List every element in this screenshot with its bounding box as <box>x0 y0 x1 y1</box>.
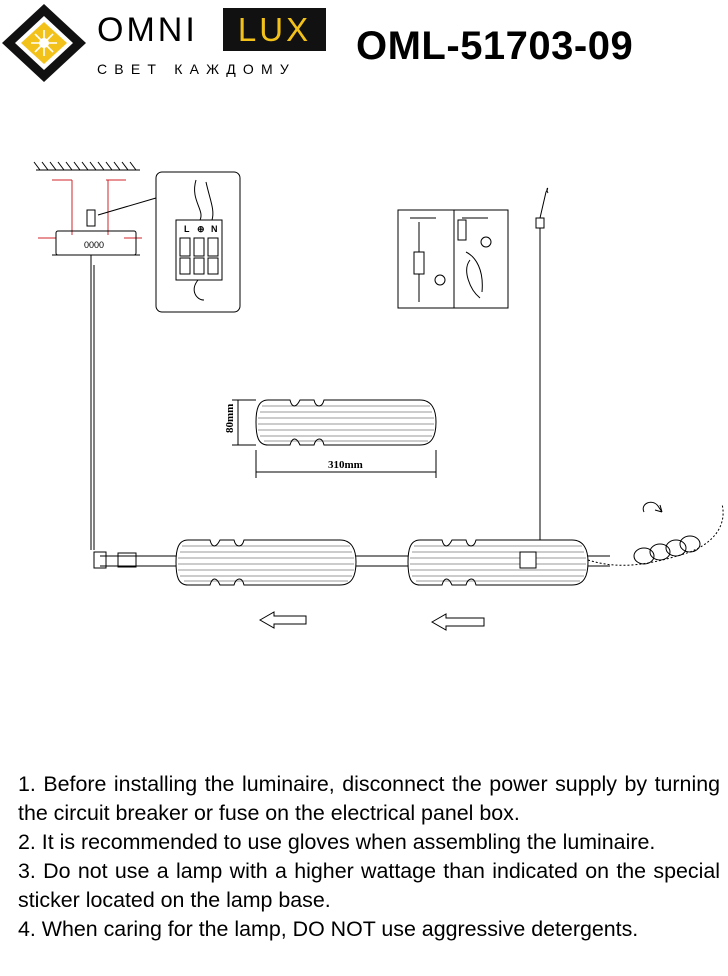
instructions: 1. Before installing the luminaire, disc… <box>18 770 720 944</box>
instruction-4: 4. When caring for the lamp, DO NOT use … <box>18 917 639 941</box>
slide-arrow-left <box>258 611 307 629</box>
model-number: OML-51703-09 <box>356 24 634 68</box>
brand-omni: OMNI <box>97 11 198 49</box>
cable-adjust-inset <box>397 209 509 309</box>
terminal-label-n: N <box>211 224 218 234</box>
power-cord-coil <box>587 501 724 566</box>
instruction-3: 3. Do not use a lamp with a higher watta… <box>18 859 720 912</box>
brand-lux-box: LUX <box>223 8 326 51</box>
mounting-lines <box>38 179 142 239</box>
height-dimension-label: 80mm <box>224 404 236 433</box>
wiring-detail-inset <box>155 171 241 313</box>
cable-gripper <box>535 217 545 229</box>
brand-lux: LUX <box>237 11 312 48</box>
terminal-label-l: L <box>184 224 190 234</box>
tube-connector <box>519 551 537 569</box>
omnilux-logo-icon <box>2 4 86 82</box>
slide-arrow-right <box>430 613 485 631</box>
ceiling-hatch <box>33 161 140 171</box>
canopy-label: 0000 <box>84 240 104 250</box>
dimension-lamp-shade <box>255 399 437 446</box>
width-dimension-label: 310mm <box>328 459 363 471</box>
ceiling-canopy <box>52 209 140 265</box>
installation-diagram: 0000 L ⊕ N <box>33 161 724 631</box>
brand-tagline: СВЕТ КАЖДОМУ <box>97 61 296 77</box>
instruction-1: 1. Before installing the luminaire, disc… <box>18 772 720 825</box>
header: OMNI LUX СВЕТ КАЖДОМУ OML-51703-09 <box>0 0 728 90</box>
width-dimension <box>255 450 437 478</box>
instruction-2: 2. It is recommended to use gloves when … <box>18 830 656 854</box>
height-dimension <box>232 399 256 446</box>
lamp-shade-left <box>175 539 357 586</box>
right-suspension-hook <box>539 187 549 219</box>
lamp-shade-right <box>407 539 589 586</box>
terminal-label-earth: ⊕ <box>197 224 205 234</box>
